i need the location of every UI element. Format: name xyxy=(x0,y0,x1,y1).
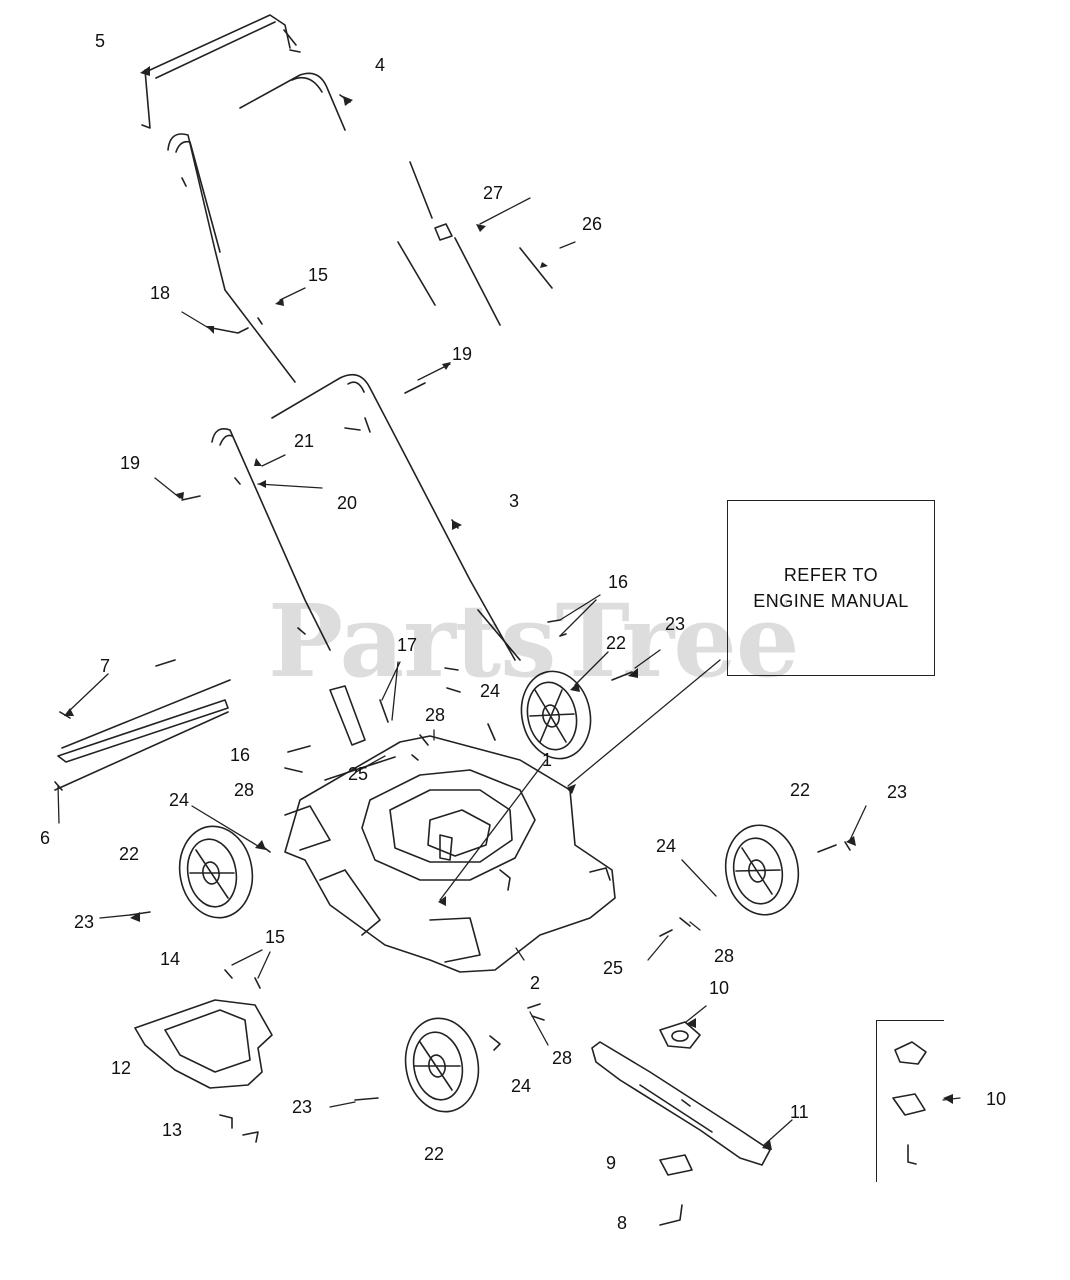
callout-23-left[interactable]: 23 xyxy=(74,912,95,932)
callout-9[interactable]: 9 xyxy=(606,1153,617,1173)
callout-18[interactable]: 18 xyxy=(150,283,171,303)
callout-10-inset[interactable]: 10 xyxy=(986,1089,1007,1109)
callout-23-bottom[interactable]: 23 xyxy=(292,1097,313,1117)
callout-8[interactable]: 8 xyxy=(617,1213,628,1233)
middle-handle-part xyxy=(167,133,296,383)
callout-15-upper[interactable]: 15 xyxy=(308,265,329,285)
callout-15-lower[interactable]: 15 xyxy=(265,927,286,947)
leader-lines xyxy=(57,197,961,1146)
callout-3[interactable]: 3 xyxy=(509,491,520,511)
callout-28-bottom[interactable]: 28 xyxy=(552,1048,573,1068)
callout-25-lower[interactable]: 25 xyxy=(603,958,624,978)
blade-part xyxy=(591,1041,771,1166)
callout-24-right[interactable]: 24 xyxy=(656,836,677,856)
callout-23-upper[interactable]: 23 xyxy=(665,614,686,634)
wheel-upper-right xyxy=(520,670,592,760)
callout-11[interactable]: 11 xyxy=(790,1102,809,1122)
handle-section-part xyxy=(239,72,351,131)
adapter-kit-inset-parts xyxy=(892,1041,927,1165)
callout-22-upper[interactable]: 22 xyxy=(606,633,627,653)
callout-16-upper[interactable]: 16 xyxy=(608,572,629,592)
rear-flap-part xyxy=(54,659,231,791)
adapter-kit-inset-frame xyxy=(876,1020,944,1182)
callout-13[interactable]: 13 xyxy=(162,1120,183,1140)
callout-21[interactable]: 21 xyxy=(294,431,315,451)
blade-bolt-part xyxy=(659,1154,693,1226)
callout-7[interactable]: 7 xyxy=(100,656,111,676)
engine-manual-note: REFER TO ENGINE MANUAL xyxy=(727,500,935,676)
wheel-right xyxy=(724,824,800,916)
callout-20[interactable]: 20 xyxy=(337,493,358,513)
callout-24-bottom[interactable]: 24 xyxy=(511,1076,532,1096)
callout-28-top[interactable]: 28 xyxy=(425,705,446,725)
callout-22-left[interactable]: 22 xyxy=(119,844,140,864)
blade-adapter-part xyxy=(659,1021,701,1049)
watermark-trademark: TM xyxy=(772,598,788,610)
callout-2[interactable]: 2 xyxy=(530,973,541,993)
callout-24-upper[interactable]: 24 xyxy=(480,681,501,701)
mower-deck xyxy=(284,734,616,973)
callout-25-upper[interactable]: 25 xyxy=(348,764,369,784)
callout-1[interactable]: 1 xyxy=(542,750,553,770)
wheel-left xyxy=(178,825,254,919)
callout-28-right[interactable]: 28 xyxy=(714,946,735,966)
chute-deflector-part xyxy=(134,999,273,1143)
callout-12[interactable]: 12 xyxy=(111,1058,132,1078)
callout-19-left[interactable]: 19 xyxy=(120,453,141,473)
callout-6[interactable]: 6 xyxy=(40,828,51,848)
wheel-lower xyxy=(404,1017,480,1113)
callout-4[interactable]: 4 xyxy=(375,55,386,75)
callout-24-left[interactable]: 24 xyxy=(169,790,190,810)
engine-note-line2: ENGINE MANUAL xyxy=(753,591,909,611)
callout-22-bottom[interactable]: 22 xyxy=(424,1144,445,1164)
engine-note-line1: REFER TO xyxy=(783,565,879,585)
callout-22-right[interactable]: 22 xyxy=(790,780,811,800)
callout-17[interactable]: 17 xyxy=(397,635,418,655)
arrow-heads xyxy=(64,66,953,1150)
callout-27[interactable]: 27 xyxy=(483,183,504,203)
callout-10-main[interactable]: 10 xyxy=(709,978,730,998)
fasteners xyxy=(129,382,851,1101)
baffle-part xyxy=(329,685,389,746)
callout-14[interactable]: 14 xyxy=(160,949,181,969)
callout-19-right[interactable]: 19 xyxy=(452,344,473,364)
callout-5[interactable]: 5 xyxy=(95,31,106,51)
cable-parts xyxy=(397,161,553,326)
callout-16-left[interactable]: 16 xyxy=(230,745,251,765)
callout-26[interactable]: 26 xyxy=(582,214,603,234)
partstree-watermark: PartsTree xyxy=(268,582,800,700)
callout-23-right[interactable]: 23 xyxy=(887,782,908,802)
callout-28-left[interactable]: 28 xyxy=(234,780,255,800)
upper-handle-part xyxy=(141,14,301,129)
